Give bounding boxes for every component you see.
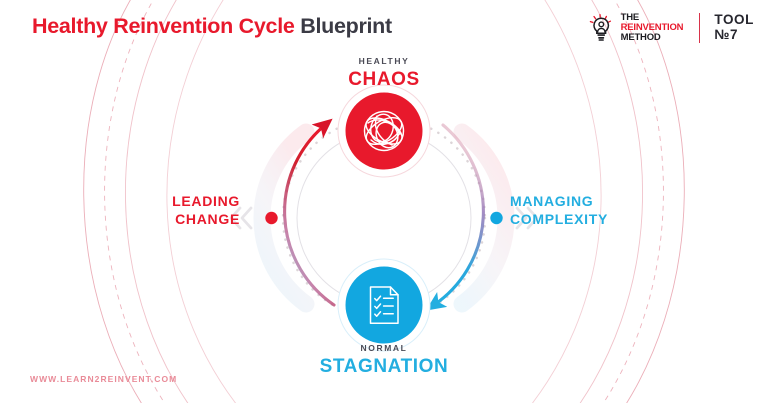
transition-label-managing-complexity: MANAGING COMPLEXITY bbox=[510, 192, 608, 229]
node-stagnation[interactable] bbox=[337, 258, 431, 352]
node-stagnation-sub: NORMAL bbox=[360, 343, 408, 353]
leading-change-arc bbox=[283, 118, 336, 307]
node-chaos-main: CHAOS bbox=[348, 69, 420, 90]
tool-badge: TOOL №7 bbox=[714, 13, 754, 42]
node-stagnation-main: STAGNATION bbox=[319, 356, 449, 377]
node-chaos[interactable] bbox=[337, 84, 431, 178]
leading-change-line1: LEADING bbox=[172, 193, 240, 209]
managing-complexity-line1: MANAGING bbox=[510, 193, 594, 209]
node-label-stagnation: NORMAL STAGNATION bbox=[254, 343, 514, 378]
cycle-diagram bbox=[229, 84, 539, 352]
brand-line-reinvention: REINVENTION bbox=[620, 22, 684, 34]
node-chaos-sub: HEALTHY bbox=[358, 56, 410, 66]
leading-change-line2: CHANGE bbox=[175, 211, 240, 228]
lightbulb-idea-icon bbox=[589, 13, 611, 41]
brand-line-the: THE bbox=[620, 12, 640, 24]
page-title: Healthy Reinvention Cycle Blueprint bbox=[32, 14, 392, 39]
managing-complexity-arc bbox=[425, 123, 485, 311]
tool-number: №7 bbox=[714, 27, 739, 42]
page-title-accent: Healthy Reinvention Cycle bbox=[32, 14, 295, 38]
node-label-chaos: HEALTHY CHAOS bbox=[254, 56, 514, 91]
brand-lockup[interactable]: THE REINVENTION METHOD bbox=[588, 13, 684, 43]
brand-wordmark: THE REINVENTION METHOD bbox=[621, 13, 684, 43]
managing-complexity-line2: COMPLEXITY bbox=[510, 211, 609, 228]
brand-block: THE REINVENTION METHOD TOOL №7 bbox=[588, 10, 754, 46]
page-title-plain: Blueprint bbox=[300, 14, 392, 38]
footer-url[interactable]: WWW.LEARN2REINVENT.COM bbox=[30, 374, 178, 384]
brand-divider bbox=[699, 13, 701, 43]
brand-line-method: METHOD bbox=[620, 31, 661, 43]
cycle-halo-bands bbox=[253, 123, 515, 313]
chevron-right-icon bbox=[515, 206, 539, 230]
tangled-scribble-icon bbox=[363, 110, 405, 152]
checklist-document-icon bbox=[369, 286, 399, 324]
transition-label-leading-change: LEADING CHANGE bbox=[172, 192, 240, 229]
tool-label: TOOL bbox=[714, 12, 754, 28]
leading-change-dot[interactable] bbox=[265, 211, 278, 225]
chevron-left-icon bbox=[229, 206, 253, 230]
managing-complexity-dot[interactable] bbox=[490, 211, 503, 225]
